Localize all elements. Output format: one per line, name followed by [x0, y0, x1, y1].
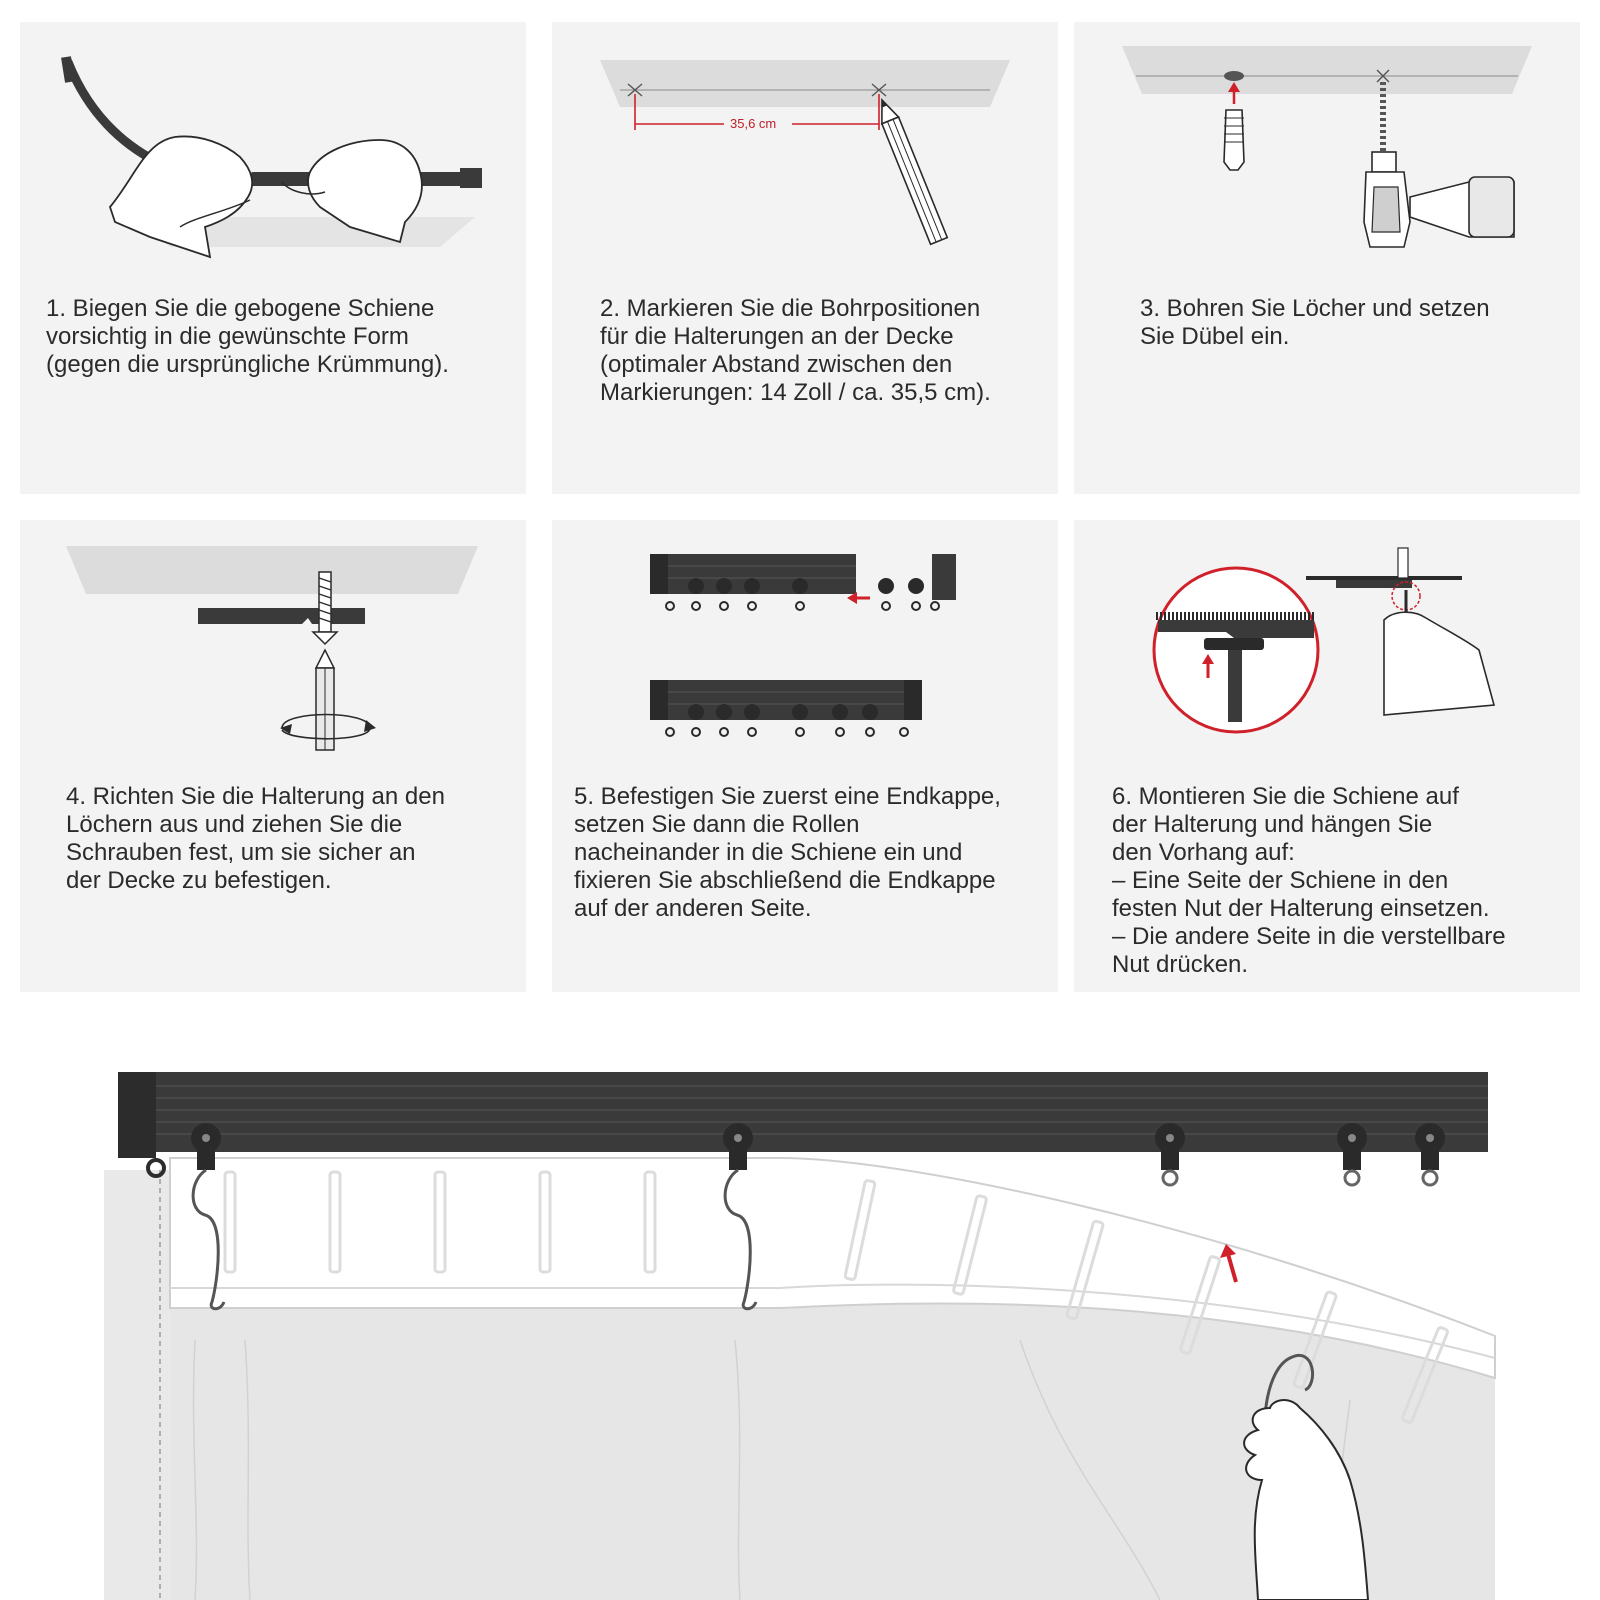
step-5-text: 5. Befestigen Sie zuerst eine Endkappe, … [574, 783, 1001, 922]
measure-line [634, 94, 880, 130]
detail-zoom-circle [1152, 566, 1320, 734]
hook-icon [191, 1168, 226, 1311]
step-1-text: 1. Biegen Sie die gebogene Schiene vorsi… [46, 295, 449, 378]
runner [191, 1123, 221, 1170]
mark-cross-left [627, 83, 643, 97]
drill-illustration [1122, 46, 1532, 248]
step-6-panel: 6. Montieren Sie die Schiene auf der Hal… [1074, 520, 1580, 992]
step-6-text: 6. Montieren Sie die Schiene auf der Hal… [1112, 783, 1506, 978]
mark-cross-right [871, 83, 887, 97]
drill-hole [1224, 71, 1244, 81]
step-3-panel: 3. Bohren Sie Löcher und setzen Sie Dübe… [1074, 22, 1580, 494]
step-2-text: 2. Markieren Sie die Bohrpositionen für … [600, 295, 991, 406]
measure-label: 35,6 cm [730, 116, 776, 131]
curtain-rail [118, 1072, 1488, 1178]
rail-runners [191, 1123, 1445, 1187]
screw-icon [311, 571, 339, 646]
mark-ceiling-illustration: 35,6 cm [600, 60, 1010, 246]
bend-rail-illustration [61, 56, 482, 259]
rollers-row-bottom [688, 704, 878, 720]
rollers-row-top [688, 578, 924, 594]
pencil-icon [880, 98, 949, 246]
screw-bracket-illustration [66, 546, 478, 751]
step-2-panel: 35,6 cm 2. Markieren Sie die Bohrpositio… [552, 22, 1058, 494]
bracket [198, 608, 365, 624]
drill-icon [1363, 151, 1515, 248]
hand-icon [1383, 611, 1496, 716]
runner [1337, 1123, 1367, 1187]
up-arrow-icon [1220, 1244, 1238, 1283]
hook-icon [723, 1168, 758, 1311]
step-4-text: 4. Richten Sie die Halterung an den Löch… [66, 783, 445, 894]
left-hand [108, 135, 254, 259]
end-cap-ring [146, 1158, 166, 1178]
runner [1415, 1123, 1445, 1187]
runner [1155, 1123, 1185, 1187]
step-5-panel: 5. Befestigen Sie zuerst eine Endkappe, … [552, 520, 1058, 992]
step-3-text: 3. Bohren Sie Löcher und setzen Sie Dübe… [1140, 295, 1490, 350]
rollers-illustration [650, 554, 956, 737]
screwdriver-icon [314, 648, 336, 751]
ceiling [66, 546, 478, 594]
step-4-panel: 4. Richten Sie die Halterung an den Löch… [20, 520, 526, 992]
hand-icon [1243, 1399, 1370, 1600]
ceiling [1122, 46, 1532, 94]
ceiling [600, 60, 1010, 107]
right-hand [307, 139, 423, 244]
mount-rail-illustration [1152, 547, 1496, 734]
runner [723, 1123, 753, 1170]
curtain-left-panel [104, 1170, 170, 1600]
step-1-panel: 1. Biegen Sie die gebogene Schiene vorsi… [20, 22, 526, 494]
end-cap [932, 554, 956, 600]
curtain-hanging-illustration [104, 1072, 1496, 1600]
tape-pockets [223, 1170, 1449, 1424]
wall-plug [1223, 109, 1245, 171]
